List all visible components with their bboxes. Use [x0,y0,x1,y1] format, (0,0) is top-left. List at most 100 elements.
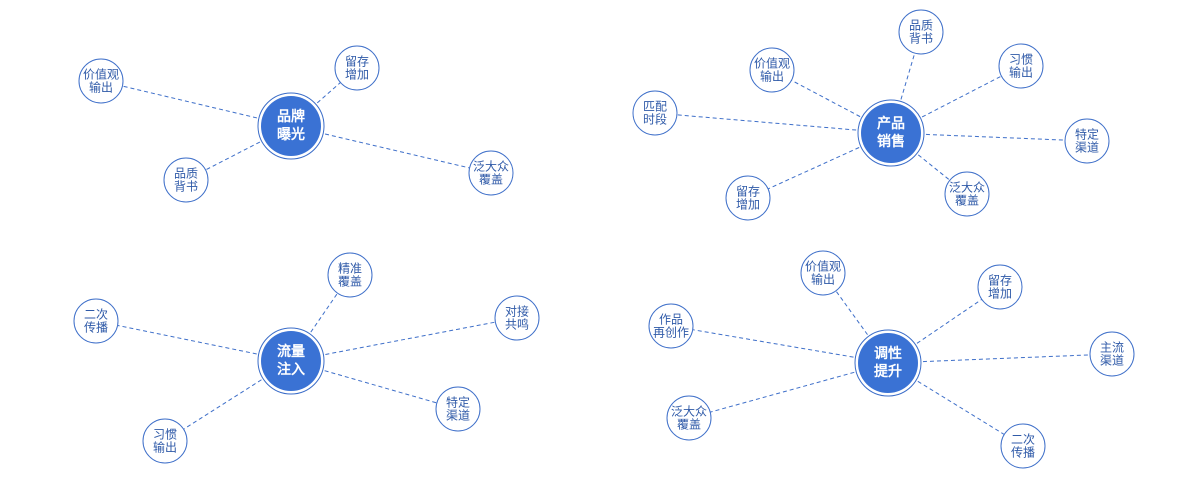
hub-node-label: 产品 [877,115,905,132]
leaf-node-circle [749,47,795,93]
leaf-node-circle [998,43,1044,89]
leaf-node-label: 输出 [760,69,784,84]
leaf-node-label: 背书 [909,32,933,46]
hub-node-label: 曝光 [277,126,305,143]
leaf-node-label: 价值观 [754,56,790,71]
connector-line [887,353,1113,364]
leaf-node-circle [494,295,540,341]
leaf-node-label: 背书 [174,180,198,194]
leaf-node-label: 习惯 [1009,52,1033,67]
leaf-node-label: 留存 [988,274,1012,288]
leaf-node-label: 输出 [153,440,177,455]
leaf-node-label: 品质 [909,19,933,33]
leaf-node-label: 时段 [643,112,667,127]
leaf-node-circle [327,252,373,298]
leaf-node-circle [977,264,1023,310]
leaf-node-label: 对接 [505,304,529,319]
connector-line [290,125,492,174]
leaf-node-label: 精准 [338,262,362,276]
leaf-node-label: 泛大众 [949,181,985,195]
leaf-node-circle [944,171,990,217]
connector-line [890,132,1088,142]
leaf-node-label: 习惯 [153,427,177,442]
leaf-node-label: 输出 [811,272,835,287]
leaf-node-circle [1000,423,1046,469]
leaf-node-circle [898,9,944,55]
hub-node-label: 流量 [277,343,305,360]
hub-node-label: 提升 [874,363,902,380]
leaf-node-label: 输出 [1009,65,1033,80]
leaf-node-label: 留存 [345,55,369,69]
leaf-node-label: 作品 [659,313,683,327]
leaf-node-label: 特定 [446,395,470,410]
leaf-node-label: 二次 [1011,433,1035,447]
connector-line [100,80,292,127]
leaf-node-label: 特定 [1075,127,1099,142]
leaf-node-label: 价值观 [83,67,119,82]
leaf-node-label: 品质 [174,167,198,181]
cluster-tone: 价值观输出留存增加作品再创作主流渠道泛大众覆盖二次传播调性提升 [648,250,1135,469]
leaf-node-label: 共鸣 [505,317,529,332]
leaf-node-label: 输出 [89,80,113,95]
leaf-node-circle [435,386,481,432]
leaf-node-label: 覆盖 [338,275,362,289]
connector-line [747,132,892,199]
leaf-node-label: 渠道 [1075,141,1099,155]
connector-line [290,317,518,362]
hub-node-circle [861,103,921,163]
connector-line [95,320,292,362]
connector-line [887,362,1024,447]
leaf-node-label: 价值观 [805,259,841,274]
hub-node-label: 品牌 [277,108,305,125]
leaf-node-circle [468,150,514,196]
leaf-node-label: 增加 [988,287,1012,301]
leaf-node-label: 增加 [736,198,760,212]
hub-node-label: 调性 [874,345,902,362]
hub-node-label: 销售 [877,133,905,150]
leaf-node-label: 传播 [84,320,108,335]
leaf-node-circle [334,45,380,91]
leaf-node-label: 渠道 [1100,354,1124,368]
leaf-node-circle [1089,331,1135,377]
leaf-node-label: 匹配 [643,100,667,114]
leaf-node-label: 再创作 [653,326,689,340]
leaf-node-label: 二次 [84,308,108,322]
leaf-node-circle [666,395,712,441]
leaf-node-label: 留存 [736,185,760,199]
connector-line [670,325,889,364]
leaf-node-label: 传播 [1011,445,1035,460]
leaf-node-label: 覆盖 [955,194,979,208]
leaf-node-label: 增加 [345,68,369,82]
leaf-node-circle [725,175,771,221]
leaf-node-label: 覆盖 [677,418,701,432]
connector-line [654,112,892,134]
leaf-node-circle [78,58,124,104]
leaf-node-circle [163,157,209,203]
leaf-node-circle [632,90,678,136]
